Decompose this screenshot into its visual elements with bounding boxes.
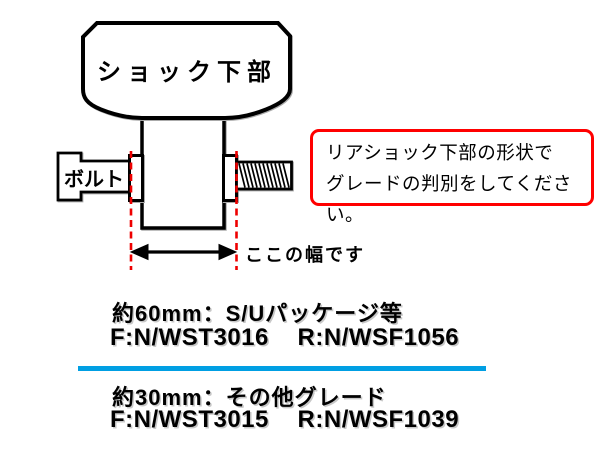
spec-30mm-part-numbers: F:N/WST3015 R:N/WSF1039 — [110, 406, 460, 433]
blue-divider-line — [78, 366, 486, 371]
right-washer-shape — [222, 154, 238, 202]
callout-line-1: リアショック下部の形状で — [326, 142, 554, 163]
bolt-label: ボルト — [64, 168, 124, 191]
shock-lower-body-label: ショック下部 — [97, 58, 277, 86]
thread-hatching — [238, 163, 290, 188]
width-arrow-right-head — [218, 243, 238, 261]
width-note-label: ここの幅です — [245, 244, 365, 265]
bolt-shape — [56, 151, 132, 202]
shock-lower-body-shape — [81, 21, 292, 120]
width-arrow-left-head — [129, 243, 149, 261]
spec-60mm-grade-label: 約60mm：S/Uパッケージ等 — [112, 301, 403, 326]
spec-60mm-part-numbers: F:N/WST3016 R:N/WSF1056 — [110, 324, 460, 351]
bushing-block-shape — [140, 108, 226, 230]
grade-check-callout-box: リアショック下部の形状で グレードの判別をしてください。 — [310, 129, 594, 225]
callout-line-2: グレードの判別をしてください。 — [326, 173, 572, 225]
left-washer-shape — [128, 154, 144, 202]
spec-30mm-grade-label: 約30mm：その他グレード — [112, 385, 387, 410]
